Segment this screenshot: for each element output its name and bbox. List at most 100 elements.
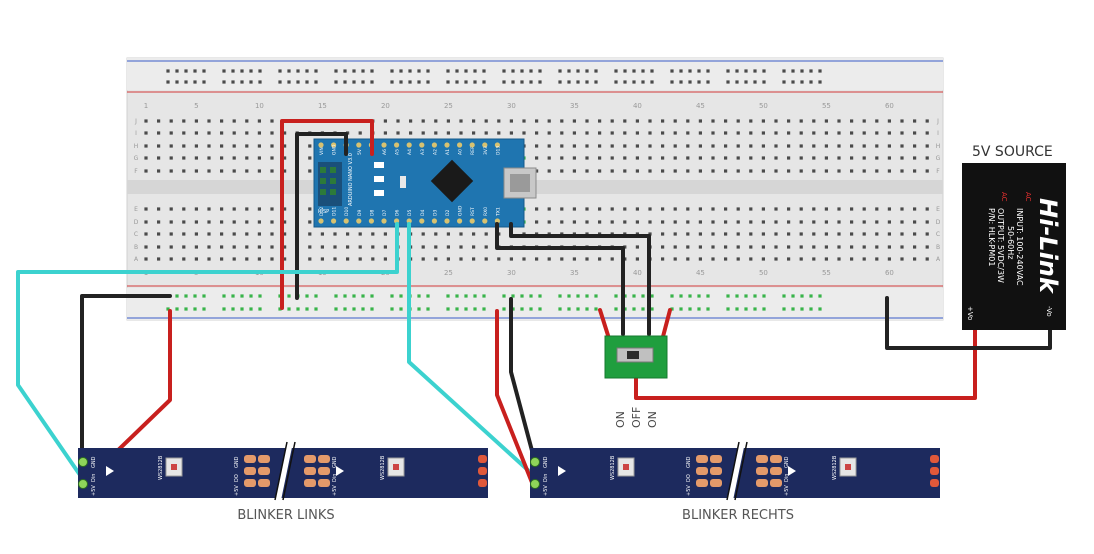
- row-letter: B: [134, 244, 138, 251]
- arduino-pin[interactable]: [494, 142, 500, 148]
- arduino-pin-label: A4: [407, 149, 413, 155]
- wire-left-gnd-black: [80, 294, 172, 464]
- arduino-pin-label: A0: [458, 149, 464, 155]
- switch-knob[interactable]: [627, 351, 639, 359]
- copper-pad: [258, 455, 270, 463]
- end-pad: [478, 467, 487, 475]
- power-supply-module: 5V SOURCE AC AC Hi-Link INPUT: 100-240VA…: [962, 144, 1066, 330]
- arduino-pin[interactable]: [444, 218, 450, 224]
- copper-pad: [304, 455, 316, 463]
- strip-caption: BLINKER LINKS: [237, 508, 334, 523]
- copper-pad: [696, 455, 708, 463]
- arduino-pin[interactable]: [394, 142, 400, 148]
- copper-pad: [756, 479, 768, 487]
- arduino-pin[interactable]: [469, 218, 475, 224]
- strip-pad-label: Din: [784, 474, 790, 482]
- icsp-header: [320, 167, 336, 195]
- arduino-pin[interactable]: [419, 142, 425, 148]
- arduino-pin[interactable]: [406, 142, 412, 148]
- arduino-pin[interactable]: [406, 218, 412, 224]
- arduino-pin-label: A1: [445, 149, 451, 155]
- arduino-pin-label: GND: [458, 205, 464, 216]
- arduino-pin[interactable]: [482, 218, 488, 224]
- input-spec: INPUT: 100-240VAC: [1015, 208, 1024, 286]
- end-pad: [930, 467, 939, 475]
- column-number: 60: [885, 269, 894, 277]
- strip-input-pad[interactable]: [78, 479, 88, 489]
- strip-input-pad[interactable]: [78, 457, 88, 467]
- led-chip-label: WS2812B: [158, 455, 164, 480]
- arduino-pin[interactable]: [331, 218, 337, 224]
- arduino-pin-label: D13: [495, 146, 501, 155]
- row-letter: G: [936, 155, 941, 162]
- arduino-pin[interactable]: [356, 142, 362, 148]
- arduino-pin[interactable]: [331, 142, 337, 148]
- arduino-pin-label: D12: [319, 207, 325, 216]
- strip-pad-label: GND: [543, 456, 549, 468]
- copper-pad: [756, 467, 768, 475]
- copper-pad: [318, 467, 330, 475]
- pin-plus-label: +Vo: [966, 306, 974, 320]
- arduino-pin[interactable]: [431, 142, 437, 148]
- ac-left-label: AC: [1000, 192, 1008, 202]
- wire-switch-d10-black: [495, 222, 625, 336]
- strip-pad-label: DO: [234, 474, 240, 482]
- wires: [16, 119, 1052, 487]
- strip-pad-label: +5V: [784, 485, 790, 496]
- column-number: 60: [885, 102, 894, 110]
- wire-switch-to-supply-red: [634, 312, 977, 400]
- copper-pad: [244, 455, 256, 463]
- arduino-pin-label: D3: [432, 210, 438, 216]
- arduino-pin[interactable]: [381, 142, 387, 148]
- arduino-pin[interactable]: [469, 142, 475, 148]
- wire-supply-gnd-black: [885, 296, 1052, 350]
- switch-label-off: OFF: [630, 407, 643, 428]
- wire-5v-red: [280, 119, 374, 310]
- arduino-pin[interactable]: [368, 218, 374, 224]
- arduino-pin[interactable]: [419, 218, 425, 224]
- direction-arrow-icon: [106, 466, 114, 476]
- arduino-pin[interactable]: [381, 218, 387, 224]
- arduino-pin[interactable]: [343, 218, 349, 224]
- arduino-pin[interactable]: [431, 218, 437, 224]
- strip-pad-label: Din: [543, 474, 549, 482]
- wire-data-right-cyan: [407, 222, 532, 474]
- arduino-pin[interactable]: [318, 142, 324, 148]
- arduino-pin-label: A2: [432, 149, 438, 155]
- column-number: 1: [144, 102, 148, 110]
- strip-pad-label: +5V: [234, 485, 240, 496]
- strip-pad-label: GND: [91, 456, 97, 468]
- row-letter: B: [936, 244, 940, 251]
- end-pad: [478, 455, 487, 463]
- copper-pad: [696, 479, 708, 487]
- part-number: P/N: HLK-PM01: [987, 208, 996, 266]
- arduino-pin-label: A5: [395, 149, 401, 155]
- arduino-pin[interactable]: [318, 218, 324, 224]
- hilink-brand: Hi-Link: [1034, 198, 1062, 295]
- arduino-pin-label: VIN: [319, 147, 325, 155]
- row-letter: I: [937, 130, 939, 137]
- arduino-pin[interactable]: [457, 142, 463, 148]
- row-letter: D: [134, 219, 139, 226]
- strip-input-pad[interactable]: [530, 479, 540, 489]
- copper-pad: [770, 467, 782, 475]
- arduino-pin[interactable]: [482, 142, 488, 148]
- copper-pad: [756, 455, 768, 463]
- copper-pad: [318, 479, 330, 487]
- column-number: 10: [255, 102, 264, 110]
- column-number: 35: [570, 269, 579, 277]
- arduino-pin[interactable]: [457, 218, 463, 224]
- arduino-pin[interactable]: [356, 218, 362, 224]
- copper-pad: [770, 455, 782, 463]
- arduino-pin-label: D11: [332, 207, 338, 216]
- arduino-pin[interactable]: [444, 142, 450, 148]
- strip-input-pad[interactable]: [530, 457, 540, 467]
- row-letter: H: [134, 143, 139, 150]
- arduino-pin-label: GND: [332, 144, 338, 155]
- end-pad: [930, 479, 939, 487]
- wire-switch-d11-black: [509, 222, 651, 336]
- copper-pad: [244, 479, 256, 487]
- copper-pad: [770, 479, 782, 487]
- wire-right-gnd-black: [509, 297, 537, 464]
